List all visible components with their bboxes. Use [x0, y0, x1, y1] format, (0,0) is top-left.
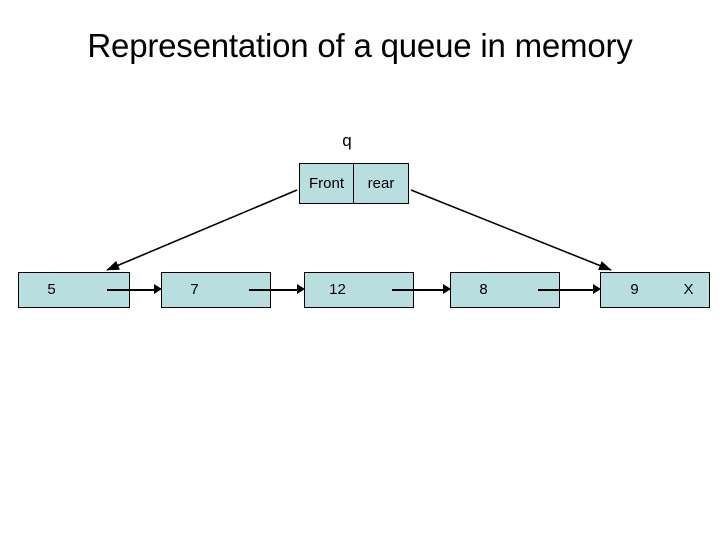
queue-front-cell: Front	[300, 164, 354, 203]
queue-rear-label: rear	[367, 174, 395, 192]
link-arrow-node1-to-node2	[107, 284, 162, 295]
queue-node-5: 9 X	[600, 272, 710, 308]
node-4-value: 8	[479, 281, 488, 298]
node-4-data-cell: 8	[451, 273, 517, 307]
page-title: Representation of a queue in memory	[87, 27, 633, 64]
node-1-data-cell: 5	[19, 273, 85, 307]
node-5-null-marker: X	[683, 281, 694, 298]
queue-variable-label: q	[342, 131, 352, 150]
node-3-value: 12	[329, 281, 346, 298]
rear-pointer-arrow	[410, 189, 612, 271]
queue-front-label: Front	[308, 174, 344, 192]
node-2-data-cell: 7	[162, 273, 228, 307]
link-arrow-node2-to-node3	[249, 284, 305, 295]
node-2-value: 7	[190, 281, 199, 298]
node-3-data-cell: 12	[305, 273, 371, 307]
link-arrow-node4-to-node5	[538, 284, 601, 295]
node-5-value: 9	[630, 281, 639, 298]
node-5-data-cell: 9	[601, 273, 669, 307]
node-5-pointer-cell: X	[668, 273, 709, 307]
link-arrow-node3-to-node4	[392, 284, 451, 295]
front-pointer-arrow	[106, 189, 298, 271]
queue-header-box: Front rear	[299, 163, 409, 204]
queue-rear-cell: rear	[354, 164, 408, 203]
node-1-value: 5	[47, 281, 56, 298]
